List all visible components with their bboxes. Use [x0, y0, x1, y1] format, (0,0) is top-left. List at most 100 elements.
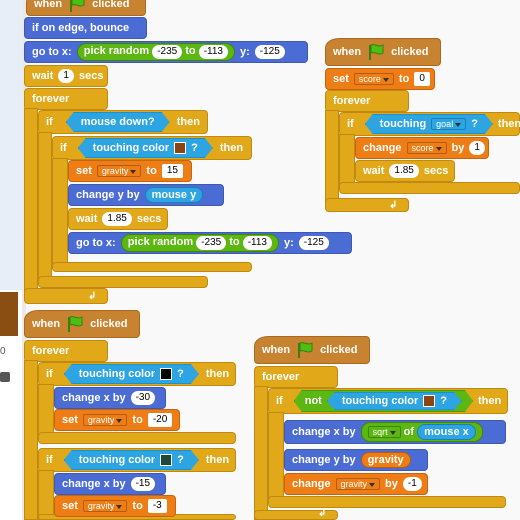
variable-dropdown[interactable]: gravity	[96, 165, 142, 177]
forever-block[interactable]: forever	[254, 366, 338, 388]
if-touching-teal-block[interactable]: if touching color ? then	[38, 448, 236, 472]
when-flag-clicked-hat[interactable]: when clicked	[26, 0, 146, 16]
set-gravity-block[interactable]: set gravity to -3	[54, 495, 176, 517]
number-input[interactable]: 1	[58, 69, 74, 83]
mouse-down-predicate[interactable]: mouse down?	[66, 112, 170, 132]
wait-block[interactable]: wait 1.85 secs	[68, 208, 168, 230]
forever-foot: ↲	[24, 288, 108, 304]
if-foot	[339, 182, 520, 194]
mouse-x-reporter[interactable]: mouse x	[417, 424, 476, 440]
touching-color-predicate[interactable]: touching color ?	[64, 364, 199, 384]
wait-block[interactable]: wait 1 secs	[24, 65, 108, 87]
color-swatch[interactable]	[160, 454, 172, 466]
if-not-touching-block[interactable]: if not touching color ? then	[268, 388, 508, 414]
variable-dropdown[interactable]: gravity	[335, 478, 381, 490]
predicate-label: touching color	[78, 368, 156, 380]
block-label: wait	[76, 213, 98, 225]
forever-block[interactable]: forever	[24, 88, 108, 110]
number-input[interactable]: 1	[469, 141, 485, 155]
block-label: if	[60, 142, 67, 154]
function-dropdown[interactable]: sqrt	[367, 426, 401, 438]
number-input[interactable]: -15	[130, 477, 156, 491]
value-input[interactable]: -3	[147, 499, 167, 513]
touching-color-predicate[interactable]: touching color ?	[78, 138, 213, 158]
variable-dropdown[interactable]: gravity	[82, 500, 128, 512]
when-flag-clicked-hat[interactable]: when clicked	[254, 336, 370, 364]
set-gravity-block[interactable]: set gravity to 15	[68, 160, 192, 182]
change-gravity-block[interactable]: change gravity by -1	[284, 473, 428, 495]
pick-random-reporter[interactable]: pick random -235 to -113	[120, 234, 279, 252]
touching-color-predicate[interactable]: touching color ?	[327, 392, 462, 410]
when-flag-clicked-hat[interactable]: when clicked	[24, 310, 140, 338]
number-input[interactable]: 1.85	[389, 164, 419, 178]
green-flag-icon	[70, 0, 85, 12]
number-input[interactable]: -1	[402, 477, 422, 491]
predicate-label: touching color	[78, 454, 156, 466]
value-input[interactable]: -20	[147, 413, 173, 427]
go-to-xy-block[interactable]: go to x: pick random -235 to -113 y: -12…	[24, 41, 308, 63]
pick-random-reporter[interactable]: pick random -235 to -113	[76, 43, 235, 61]
when-flag-clicked-hat[interactable]: when clicked	[325, 38, 441, 66]
change-y-by-block[interactable]: change y by gravity	[284, 449, 428, 471]
change-y-by-block[interactable]: change y by mouse y	[68, 184, 224, 206]
variable-dropdown[interactable]: score	[406, 142, 447, 154]
predicate-label: ?	[191, 142, 198, 154]
block-label: if	[276, 395, 283, 407]
sprite-thumbnail[interactable]	[0, 292, 18, 336]
mouse-y-reporter[interactable]: mouse y	[144, 187, 204, 203]
if-touching-goal-block[interactable]: if touching goal ? then	[339, 112, 520, 136]
reporter-label: pick random	[83, 45, 150, 57]
sqrt-of-reporter[interactable]: sqrt of mouse x	[360, 422, 483, 442]
number-input[interactable]: -125	[298, 236, 329, 250]
not-predicate[interactable]: not touching color ?	[294, 390, 473, 412]
block-label: to	[146, 165, 157, 177]
change-x-by-block[interactable]: change x by -30	[54, 387, 166, 409]
block-label: then	[219, 142, 244, 154]
variable-dropdown[interactable]: score	[353, 73, 394, 85]
value-input[interactable]: 15	[161, 164, 183, 178]
touching-sprite-predicate[interactable]: touching goal ?	[365, 114, 493, 134]
forever-arm	[24, 360, 38, 520]
color-swatch[interactable]	[174, 142, 186, 154]
reporter-label: gravity	[367, 454, 404, 466]
set-gravity-block[interactable]: set gravity to -20	[54, 409, 180, 431]
block-label: change	[363, 142, 402, 154]
number-input[interactable]: -113	[198, 45, 228, 59]
predicate-label: not	[304, 395, 322, 407]
touching-color-predicate[interactable]: touching color ?	[64, 450, 199, 470]
number-input[interactable]: -235	[196, 236, 227, 250]
number-input[interactable]: -30	[130, 391, 156, 405]
forever-block[interactable]: forever	[24, 340, 108, 362]
set-score-block[interactable]: set score to 0	[325, 68, 435, 90]
number-input[interactable]: -235	[152, 45, 183, 59]
if-on-edge-bounce-block[interactable]: if on edge, bounce	[24, 17, 147, 39]
sprite-dropdown[interactable]: goal	[431, 118, 466, 130]
if-touching-black-block[interactable]: if touching color ? then	[38, 362, 236, 386]
block-label: then	[205, 368, 230, 380]
block-label: secs	[423, 165, 449, 177]
variable-dropdown[interactable]: gravity	[82, 414, 128, 426]
number-input[interactable]: 1.85	[102, 212, 132, 226]
hat-label: clicked	[92, 0, 130, 10]
number-input[interactable]: -113	[242, 236, 272, 250]
gravity-reporter[interactable]: gravity	[360, 452, 411, 468]
change-score-block[interactable]: change score by 1	[355, 137, 489, 159]
if-touching-color-block[interactable]: if touching color ? then	[52, 136, 252, 160]
block-label: forever	[32, 345, 70, 357]
forever-block[interactable]: forever	[325, 90, 409, 112]
reporter-label: to	[185, 45, 196, 57]
if-mouse-down-block[interactable]: if mouse down? then	[38, 110, 208, 134]
block-label: forever	[333, 95, 371, 107]
number-input[interactable]: -125	[254, 45, 285, 59]
color-swatch[interactable]	[160, 368, 172, 380]
wait-block[interactable]: wait 1.85 secs	[355, 160, 455, 182]
camera-icon[interactable]	[0, 372, 10, 382]
dropdown-value: gravity	[87, 415, 115, 425]
change-x-by-block[interactable]: change x by -15	[54, 473, 166, 495]
change-x-by-block[interactable]: change x by sqrt of mouse x	[284, 420, 506, 444]
go-to-xy-block[interactable]: go to x: pick random -235 to -113 y: -12…	[68, 232, 352, 254]
value-input[interactable]: 0	[414, 72, 430, 86]
forever-foot: ↲	[254, 508, 338, 520]
dropdown-arrow-icon	[369, 482, 376, 487]
color-swatch[interactable]	[423, 395, 435, 407]
